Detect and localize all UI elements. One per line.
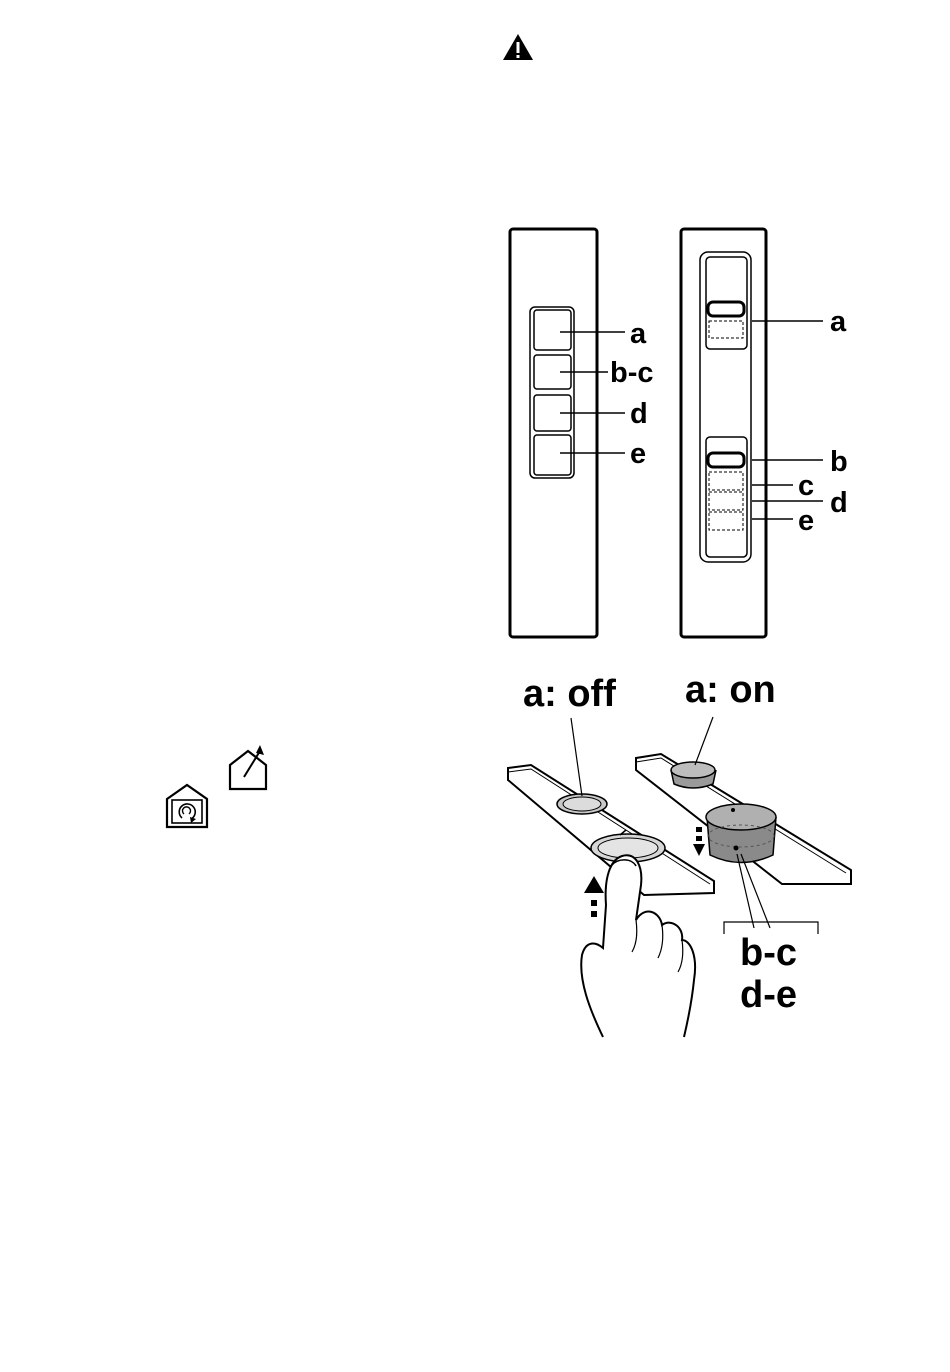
- label-b-c: b-c: [740, 932, 797, 974]
- left-label-a: a: [630, 318, 647, 350]
- right-label-d: d: [830, 487, 848, 519]
- label-a-on: a: on: [685, 669, 776, 711]
- left-control-panel: a b-c d e: [510, 229, 654, 637]
- right-label-b: b: [830, 446, 848, 478]
- left-label-e: e: [630, 438, 646, 470]
- right-control-panel: a b c d e: [681, 229, 848, 637]
- right-label-c: c: [798, 470, 814, 502]
- right-label-e: e: [798, 505, 814, 537]
- left-label-b-c: b-c: [610, 357, 654, 389]
- bottom-illustration: a: off a: on b-c d-e: [508, 669, 851, 1037]
- left-label-d: d: [630, 398, 648, 430]
- label-d-e: d-e: [740, 974, 797, 1016]
- right-label-a: a: [830, 306, 847, 338]
- label-a-off: a: off: [523, 673, 616, 715]
